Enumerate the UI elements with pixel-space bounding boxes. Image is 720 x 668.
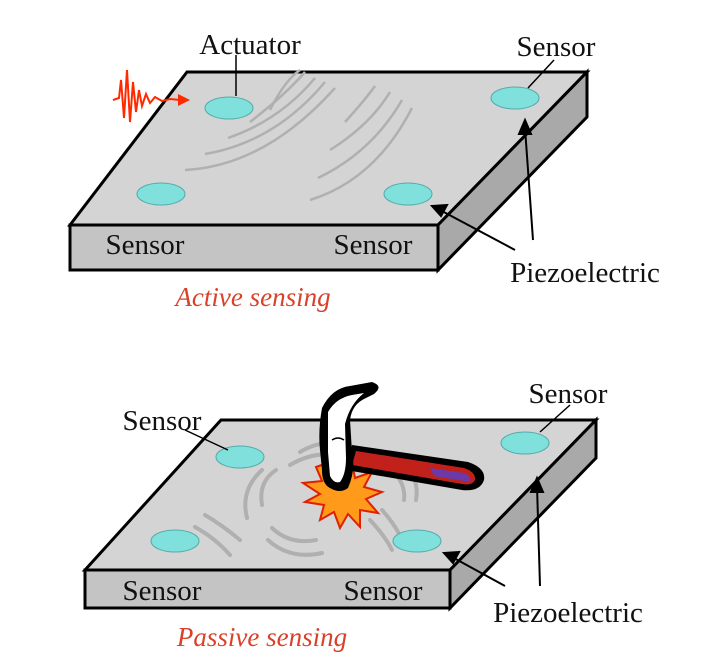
piezo-arrowhead [529,475,545,493]
sensor-disc-top-right [490,86,540,110]
sensor-top-right-label: Sensor [529,378,608,410]
hammer-icon [319,382,485,491]
top-plate [66,68,591,274]
excitation-signal-icon [112,69,190,123]
wave-arc [344,85,377,123]
sensor-disc-bottom-right [383,182,433,206]
wave-arc [266,538,324,557]
sensor-top-right-leader-line [539,404,571,433]
sensor-bottom-left-label: Sensor [123,575,202,607]
active-sensing-caption: Active sensing [173,282,330,312]
wave-arc [203,513,242,542]
sensor-top-right-label: Sensor [517,31,596,63]
wave-arc [309,107,414,202]
actuator-label: Actuator [199,29,301,61]
actuator-disc [204,96,254,120]
active-sensing-panel: Actuator Sensor Sensor Sensor Piezoelect… [66,29,660,312]
sensor-disc-bottom-left [136,182,186,206]
bottom-piezo-arrows [441,475,545,587]
piezo-arrowhead [517,117,533,135]
piezoelectric-label: Piezoelectric [493,597,643,629]
wave-arc [368,518,394,552]
sensor-bottom-left-label: Sensor [106,229,185,261]
sensor-top-right-leader-line [527,59,555,89]
piezo-arrow-line [451,556,506,587]
sensor-disc-top-right [500,431,550,455]
active-wave-arcs [184,68,414,202]
sensor-disc-bottom-left [150,529,200,553]
bottom-plate-side-face [448,416,598,612]
sensor-disc-bottom-right [392,529,442,553]
sensor-bottom-right-label: Sensor [344,575,423,607]
piezo-arrow-line [536,485,541,587]
piezo-arrowhead [429,203,449,218]
piezoelectric-label: Piezoelectric [510,257,660,289]
piezo-arrow-line [439,209,516,251]
wave-arc [249,71,306,123]
piezo-arrow-line [524,127,534,241]
top-plate-side-face [436,68,589,274]
sensor-disc-top-left [215,445,265,469]
passive-sensing-panel: Sensor Sensor Sensor Sensor Piezoelectri… [81,378,643,652]
wave-arc [227,77,316,140]
sensor-top-left-label: Sensor [123,405,202,437]
sensor-bottom-right-label: Sensor [334,229,413,261]
wave-arc [204,81,326,156]
wave-arc [184,87,336,172]
top-piezo-arrows [429,117,534,251]
wave-arc [329,91,392,152]
piezo-arrowhead [441,550,461,565]
wave-arc [193,525,232,557]
wave-arc [270,526,318,544]
wave-arc [243,468,264,520]
passive-sensing-caption: Passive sensing [176,622,347,652]
wave-arc [259,468,278,507]
sensor-top-left-leader-line [184,429,229,451]
impact-burst-icon [300,459,385,531]
wave-arc [317,99,404,180]
